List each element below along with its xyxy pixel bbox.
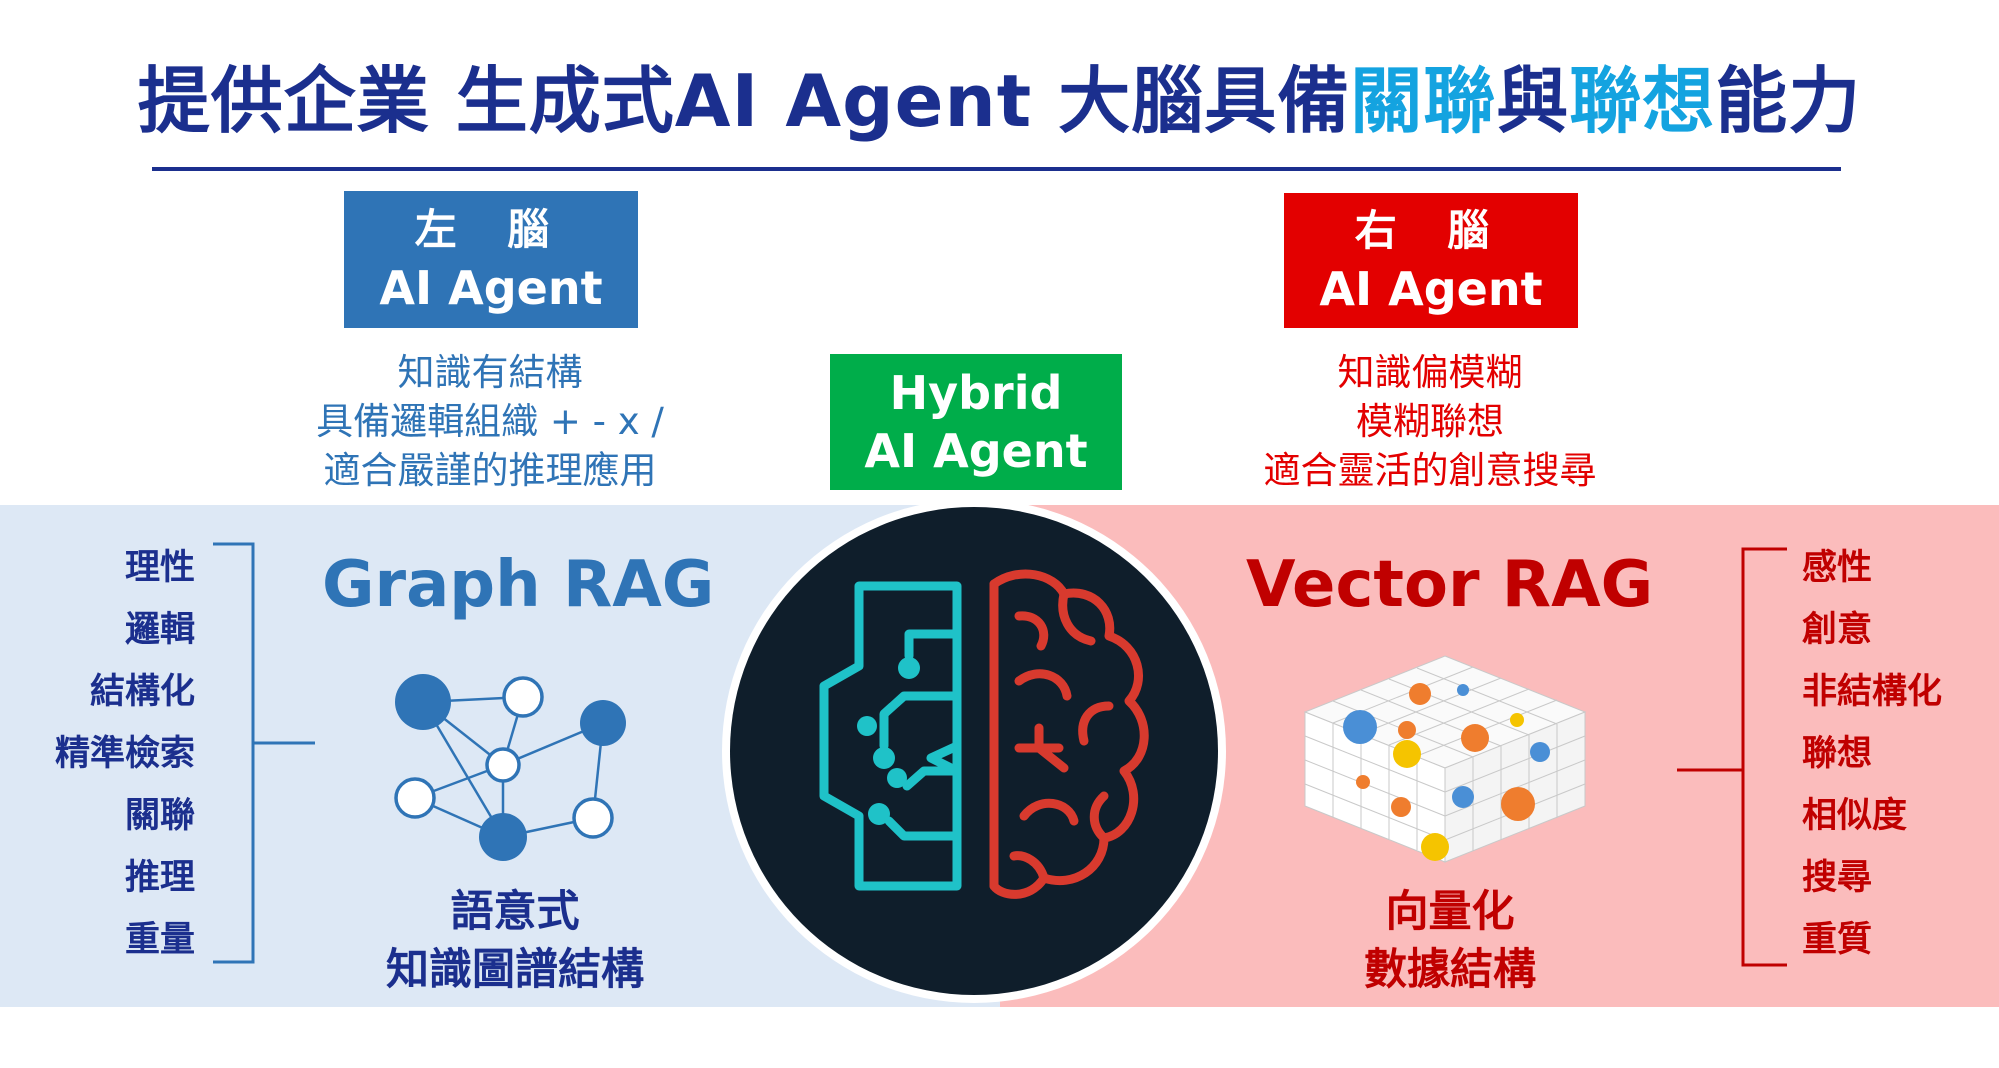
left-desc-line: 具備邏輯組織 + - x /: [316, 400, 664, 443]
right-trait: 相似度: [1802, 796, 1908, 836]
right-trait: 感性: [1802, 548, 1873, 588]
title-divider: [152, 167, 1841, 171]
brain-icon: [722, 499, 1226, 1003]
page-title: 提供企業 生成式AI Agent 大腦具備關聯與聯想能力: [137, 59, 1862, 143]
left-trait: 重量: [124, 920, 195, 960]
right-trait: 搜尋: [1802, 858, 1873, 898]
vector-rag-subtitle: 向量化 數據結構: [1300, 883, 1600, 999]
graph-rag-title: Graph RAG: [322, 548, 715, 622]
left-trait-list: 理性 邏輯 結構化 精準檢索 關聯 推理 重量: [10, 537, 195, 971]
right-trait-list: 感性 創意 非結構化 聯想 相似度 搜尋 重質: [1802, 537, 1992, 971]
right-bracket: [1677, 547, 1787, 967]
graph-rag-subtitle: 語意式 知識圖譜結構: [330, 883, 700, 999]
left-trait: 邏輯: [124, 610, 195, 650]
graph-subtitle-line: 知識圖譜結構: [386, 945, 644, 995]
right-trait: 聯想: [1802, 734, 1873, 774]
right-trait: 非結構化: [1802, 672, 1943, 712]
left-trait: 推理: [124, 858, 195, 898]
left-brain-agent: AI Agent: [379, 260, 603, 315]
vector-subtitle-line: 數據結構: [1364, 945, 1536, 995]
left-trait: 關聯: [124, 796, 195, 836]
left-trait: 精準檢索: [54, 734, 195, 774]
right-description: 知識偏模糊 模糊聯想 適合靈活的創意搜尋: [1200, 348, 1660, 495]
hybrid-box: Hybrid AI Agent: [830, 354, 1122, 490]
left-trait: 結構化: [89, 672, 195, 712]
vector-rag-title: Vector RAG: [1246, 548, 1654, 622]
right-desc-line: 模糊聯想: [1356, 400, 1504, 443]
left-desc-line: 適合嚴謹的推理應用: [323, 449, 657, 492]
left-brain-label: 左 腦: [414, 204, 568, 254]
left-bracket: [213, 542, 315, 964]
right-brain-box: 右 腦 AI Agent: [1284, 193, 1578, 328]
right-trait: 創意: [1802, 610, 1873, 650]
hybrid-agent: AI Agent: [864, 424, 1088, 478]
vector-subtitle-line: 向量化: [1385, 887, 1515, 937]
left-description: 知識有結構 具備邏輯組織 + - x / 適合嚴謹的推理應用: [270, 348, 710, 495]
hybrid-label: Hybrid: [889, 366, 1063, 420]
right-brain-label: 右 腦: [1354, 205, 1508, 255]
right-trait: 重質: [1802, 920, 1873, 960]
left-trait: 理性: [124, 548, 195, 588]
right-desc-line: 知識偏模糊: [1337, 351, 1523, 394]
graph-network-icon: [394, 674, 626, 861]
graph-subtitle-line: 語意式: [450, 887, 580, 937]
right-brain-agent: AI Agent: [1319, 261, 1543, 316]
vector-cube-icon: [1303, 655, 1587, 863]
left-desc-line: 知識有結構: [397, 351, 583, 394]
right-desc-line: 適合靈活的創意搜尋: [1263, 449, 1597, 492]
left-brain-box: 左 腦 AI Agent: [344, 191, 638, 328]
